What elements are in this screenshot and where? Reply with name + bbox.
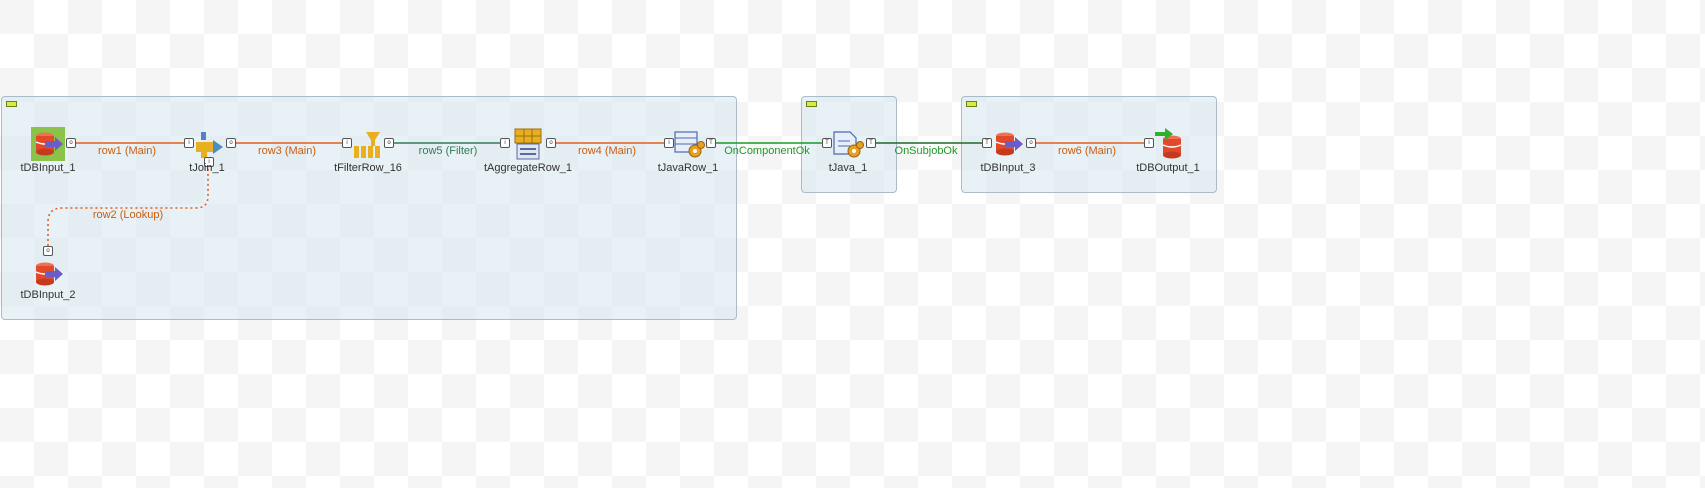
input-port[interactable]: i [664, 138, 674, 148]
link-label-row4[interactable]: row4 (Main) [577, 145, 637, 157]
component-label: tJavaRow_1 [657, 162, 719, 174]
output-port[interactable]: o [66, 138, 76, 148]
link-label-row1[interactable]: row1 (Main) [97, 145, 157, 157]
component-label: tAggregateRow_1 [483, 162, 573, 174]
lookup-input-port[interactable]: i [204, 157, 214, 167]
database-output-icon [1155, 128, 1182, 159]
output-port[interactable]: o [384, 138, 394, 148]
component-tjava-1[interactable] [832, 130, 864, 160]
component-label: tJava_1 [828, 162, 868, 174]
component-label: tDBInput_2 [20, 289, 76, 301]
input-port[interactable]: i [184, 138, 194, 148]
component-tjavarow-1[interactable] [673, 130, 705, 160]
subjob-tjava[interactable] [801, 96, 897, 193]
link-row2-lookup[interactable] [47, 158, 209, 246]
trigger-output-port[interactable]: T [706, 138, 716, 148]
filter-icon [354, 132, 380, 158]
output-port[interactable]: o [226, 138, 236, 148]
component-taggregaterow-1[interactable] [511, 127, 545, 161]
component-tdbinput-3[interactable] [991, 128, 1025, 160]
trigger-output-port[interactable]: T [866, 138, 876, 148]
component-tfilterrow-16[interactable] [352, 130, 384, 160]
link-label-oncomponentok[interactable]: OnComponentOk [724, 145, 810, 157]
java-row-icon [674, 131, 705, 158]
component-tdbinput-1[interactable] [31, 127, 65, 161]
component-tdboutput-1[interactable] [1153, 127, 1187, 161]
component-tjoin-1[interactable] [193, 130, 225, 160]
link-label-onsubjobok[interactable]: OnSubjobOk [894, 145, 958, 157]
subjob-collapse-toggle[interactable] [806, 101, 817, 107]
output-port[interactable]: o [1026, 138, 1036, 148]
database-input-icon [995, 132, 1023, 156]
join-icon [196, 132, 223, 158]
output-port[interactable]: o [43, 246, 53, 256]
database-input-icon [35, 262, 63, 286]
subjob-collapse-toggle[interactable] [966, 101, 977, 107]
link-label-row2[interactable]: row2 (Lookup) [92, 209, 164, 221]
link-label-row3[interactable]: row3 (Main) [257, 145, 317, 157]
database-input-icon [35, 132, 63, 156]
component-label: tDBInput_1 [20, 162, 76, 174]
component-label: tDBInput_3 [980, 162, 1036, 174]
trigger-input-port[interactable]: T [822, 138, 832, 148]
component-label: tJoin_1 [189, 162, 225, 174]
aggregate-icon [514, 128, 542, 160]
component-label: tFilterRow_16 [334, 162, 402, 174]
input-port[interactable]: i [342, 138, 352, 148]
input-port[interactable]: i [1144, 138, 1154, 148]
java-icon [833, 131, 864, 158]
output-port[interactable]: o [546, 138, 556, 148]
input-port[interactable]: i [500, 138, 510, 148]
link-label-row6[interactable]: row6 (Main) [1057, 145, 1117, 157]
trigger-input-port[interactable]: T [982, 138, 992, 148]
component-label: tDBOutput_1 [1136, 162, 1200, 174]
link-label-row5[interactable]: row5 (Filter) [418, 145, 478, 157]
component-tdbinput-2[interactable] [31, 258, 65, 290]
subjob-collapse-toggle[interactable] [6, 101, 17, 107]
